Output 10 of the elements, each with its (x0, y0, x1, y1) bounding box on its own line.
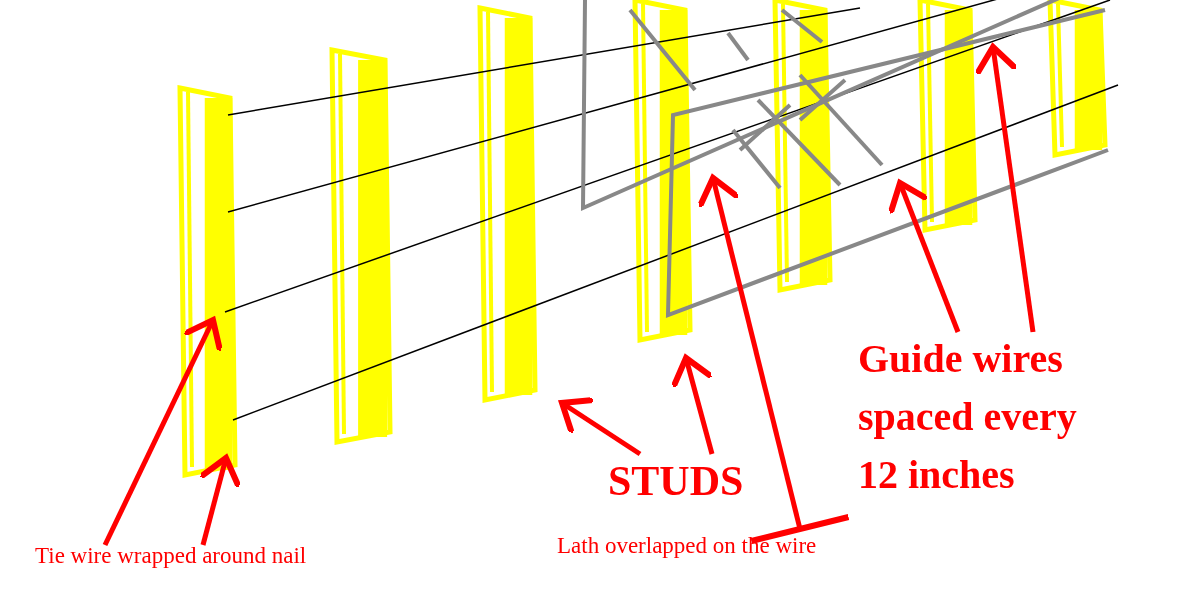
leader-arrow (670, 355, 715, 455)
leader-arrow (696, 175, 852, 545)
leader-arrow (973, 44, 1036, 333)
leader-arrow (887, 180, 961, 333)
annotation-label: Tie wire wrapped around nail (35, 543, 307, 569)
leader-arrow (102, 317, 224, 547)
annotation-label: Guide wires spaced every 12 inches (858, 330, 1118, 504)
annotation-label: STUDS (608, 452, 744, 510)
leader-arrow (559, 396, 642, 457)
leader-arrow (197, 455, 242, 546)
